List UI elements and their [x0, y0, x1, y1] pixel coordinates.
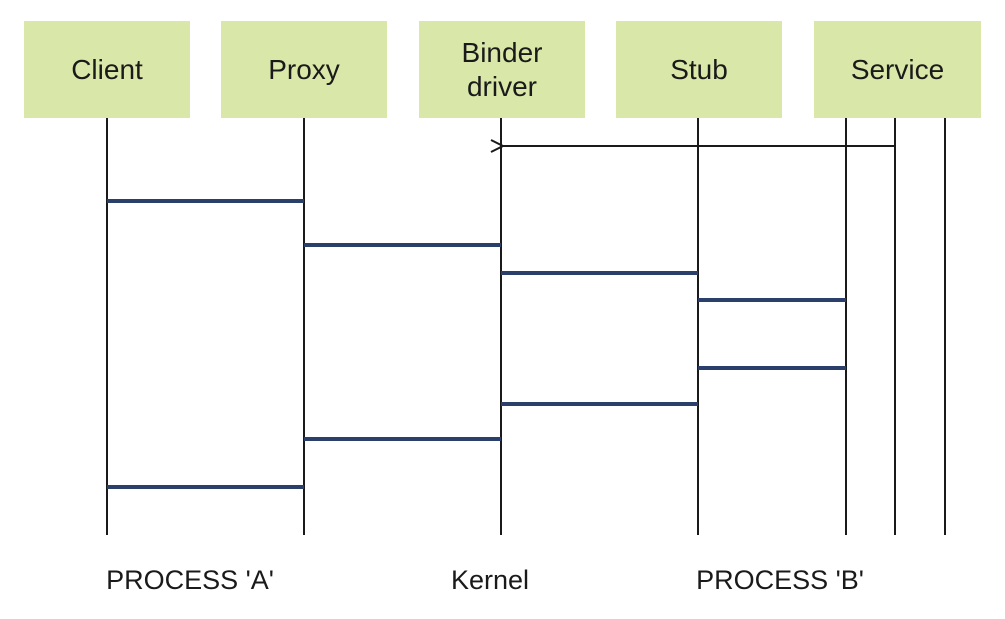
region-label-kernel: Kernel [450, 565, 530, 595]
region-label-process-a: PROCESS 'A' [106, 565, 274, 595]
participant-binder-driver: Binder driver [419, 21, 585, 118]
participant-stub: Stub [616, 21, 782, 118]
region-label-process-b: PROCESS 'B' [696, 565, 864, 595]
participant-service: Service [814, 21, 981, 118]
participant-proxy: Proxy [221, 21, 387, 118]
participant-client: Client [24, 21, 190, 118]
